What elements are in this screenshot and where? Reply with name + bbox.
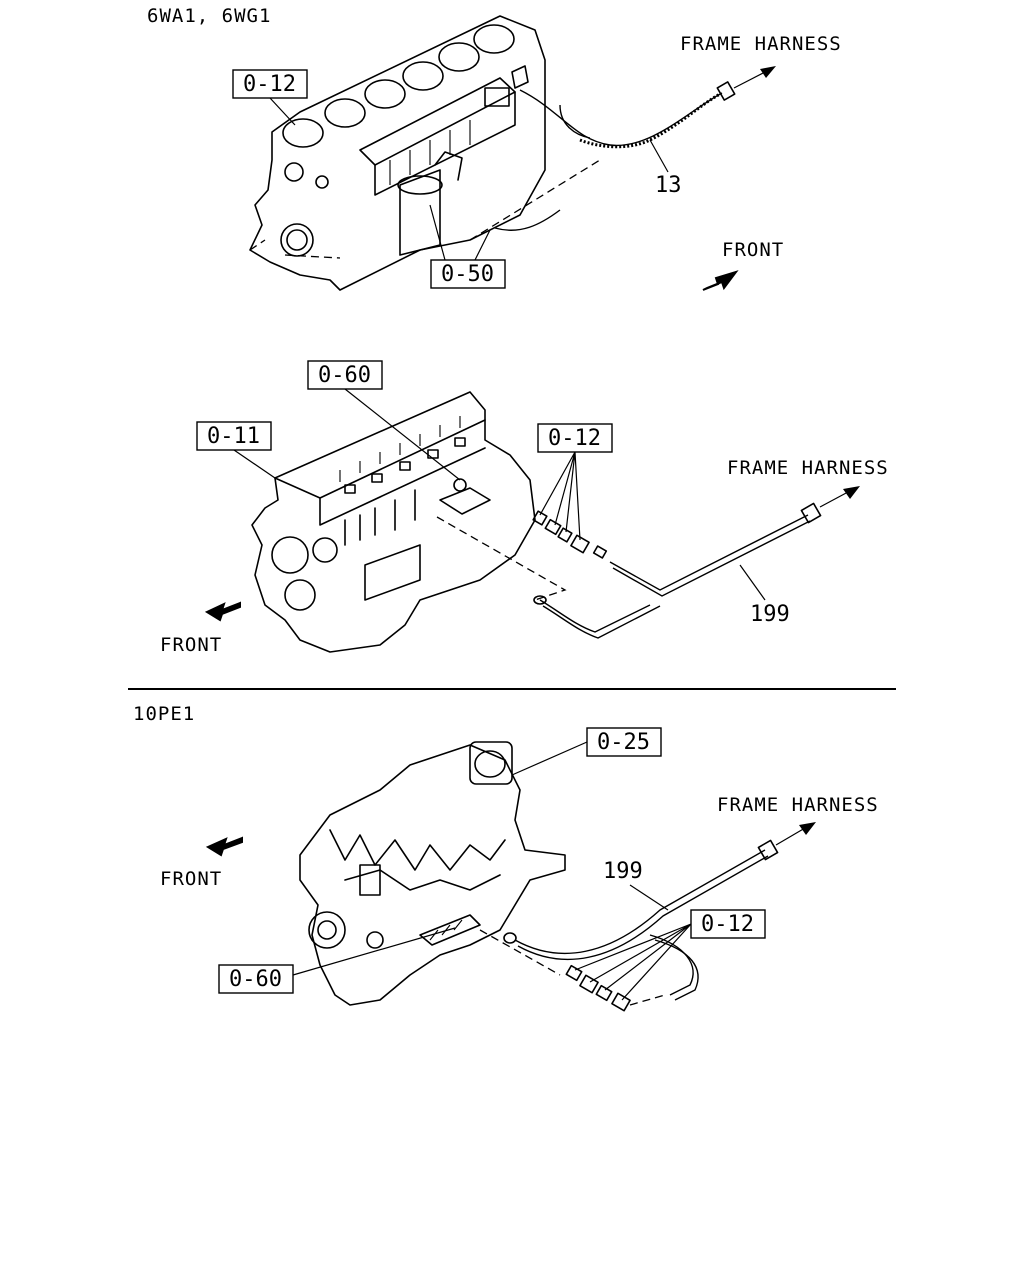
front-arrow-icon	[204, 601, 241, 622]
svg-text:0-12: 0-12	[548, 426, 601, 451]
model-label-10pe1: 10PE1	[133, 703, 195, 725]
model-label-6wa1: 6WA1, 6WG1	[147, 5, 271, 27]
engine-block-6wa1	[249, 15, 601, 291]
front-label-2: FRONT	[160, 634, 222, 656]
frame-harness-label-1: FRAME HARNESS	[680, 33, 842, 55]
svg-text:0-12: 0-12	[701, 912, 754, 937]
part-number-199-middle: 199	[750, 602, 790, 627]
ref-box-0-12-middle: 0-12	[537, 423, 613, 541]
ref-box-0-25: 0-25	[511, 727, 662, 776]
section-middle: FRAME HARNESS 199 0-60 0-11 0-12 FRONT	[160, 360, 889, 656]
svg-text:0-12: 0-12	[243, 72, 296, 97]
front-label-1: FRONT	[722, 239, 784, 261]
part-number-13: 13	[655, 173, 682, 198]
front-arrow-icon	[702, 270, 739, 291]
harness-13	[494, 66, 776, 231]
ref-box-0-50: 0-50	[429, 204, 506, 289]
section-6wa1-6wg1: 6WA1, 6WG1	[147, 5, 842, 291]
ref-box-0-12-top: 0-12	[232, 69, 308, 126]
front-arrow-icon	[205, 836, 243, 857]
svg-text:0-11: 0-11	[207, 424, 260, 449]
harness-199-middle	[533, 486, 860, 639]
engine-block-10pe1	[299, 741, 566, 1006]
front-label-3: FRONT	[160, 868, 222, 890]
svg-text:0-50: 0-50	[441, 262, 494, 287]
frame-harness-label-2: FRAME HARNESS	[727, 457, 889, 479]
ref-box-0-60-10pe1: 0-60	[218, 927, 456, 994]
harness-199-10pe1	[514, 822, 816, 1001]
frame-harness-label-3: FRAME HARNESS	[717, 794, 879, 816]
part-number-199-10pe1: 199	[603, 859, 643, 884]
svg-text:0-25: 0-25	[597, 730, 650, 755]
engine-block-middle	[251, 391, 536, 653]
ref-box-0-60-middle: 0-60	[307, 360, 461, 481]
svg-text:0-60: 0-60	[318, 363, 371, 388]
ref-box-0-12-10pe1: 0-12	[574, 909, 766, 1001]
section-10pe1: 10PE1	[133, 703, 879, 1012]
ref-box-0-11: 0-11	[196, 421, 276, 479]
sensor-group-10pe1	[479, 929, 666, 1012]
svg-text:0-60: 0-60	[229, 967, 282, 992]
